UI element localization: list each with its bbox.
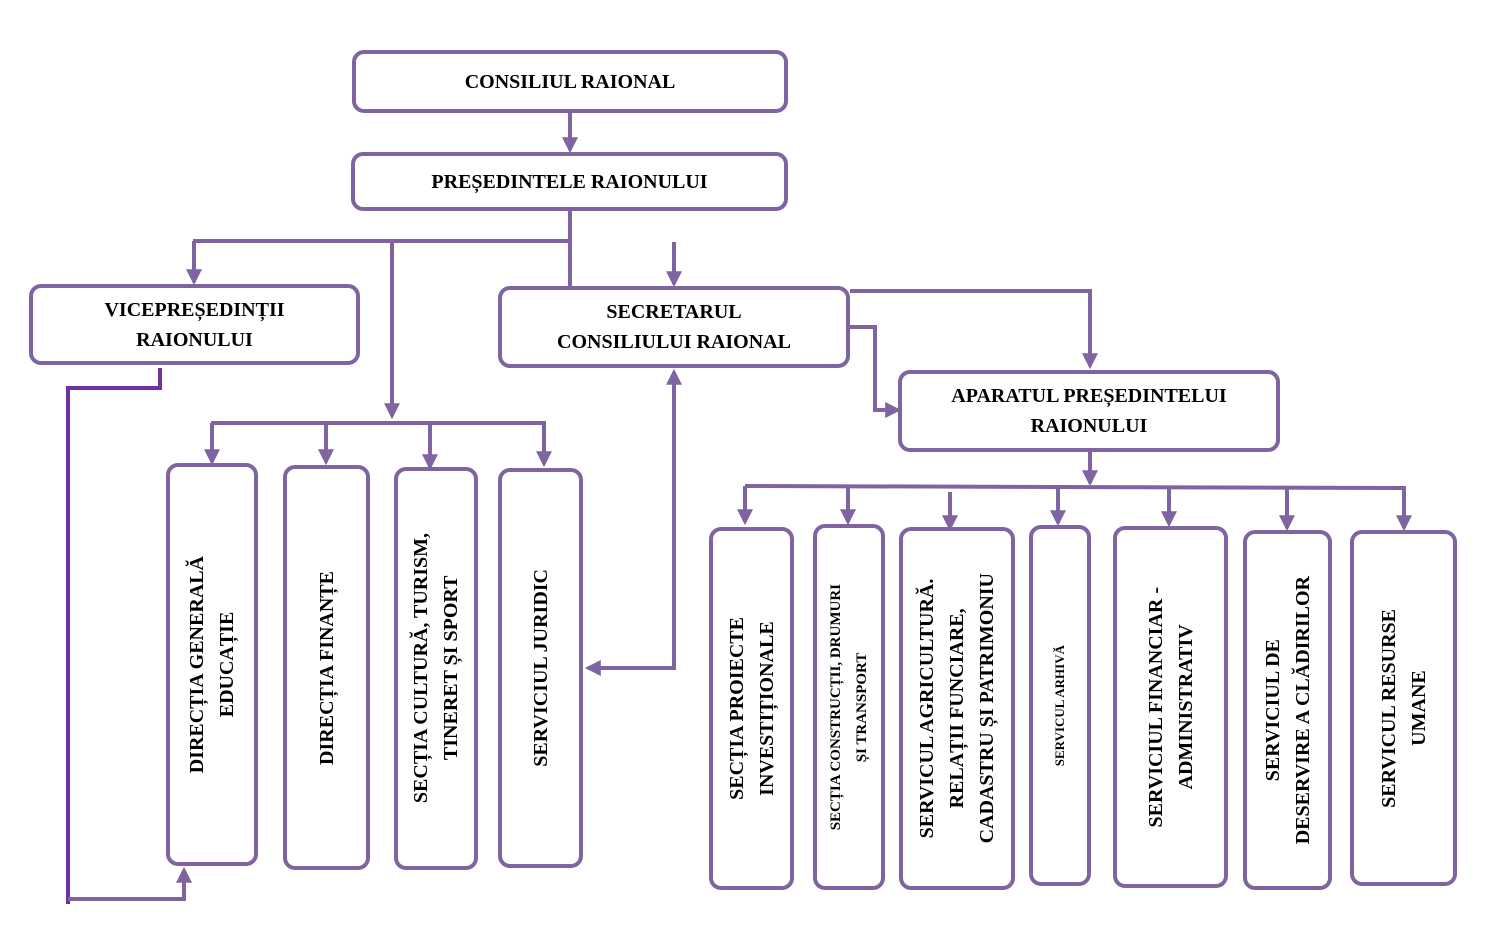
node-label: APARATUL PREȘEDINTELUI RAIONULUI bbox=[951, 385, 1227, 437]
unit-serviciul-resurse-umane: SERVICUL RESURSE UMANE bbox=[1350, 530, 1457, 886]
unit-label: DIRECȚIA FINANȚE bbox=[315, 570, 338, 765]
node-label: SECRETARUL CONSILIULUI RAIONAL bbox=[557, 301, 791, 353]
unit-serviciul-juridic: SERVICIUL JURIDIC bbox=[498, 468, 583, 868]
unit-serviciul-deservire-cladiri: SERVICIUL DE DESERVIRE A CLĂDIRILOR bbox=[1243, 530, 1332, 890]
unit-label: SERVICIUL JURIDIC bbox=[529, 569, 552, 767]
connector-right-bus bbox=[744, 484, 1407, 490]
unit-label: SECȚIA CULTURĂ, TURISM, TINERET ȘI SPORT bbox=[410, 533, 462, 804]
node-label: PREȘEDINTELE RAIONULUI bbox=[431, 170, 708, 193]
unit-sectia-constructii: SECȚIA CONSTRUCȚII, DRUMURI ȘI TRANSPORT bbox=[813, 524, 885, 890]
unit-serviciul-arhiva: SERVICUL ARHIVĂ bbox=[1029, 525, 1091, 886]
unit-label: SERVICUL ARHIVĂ bbox=[1052, 644, 1067, 767]
unit-sectia-cultura: SECȚIA CULTURĂ, TURISM, TINERET ȘI SPORT bbox=[394, 467, 478, 870]
node-aparatul-presedintelui: APARATUL PREȘEDINTELUI RAIONULUI bbox=[898, 370, 1280, 452]
unit-directia-generala-educatie: DIRECȚIA GENERALĂ EDUCAȚIE bbox=[166, 463, 258, 866]
unit-label: SECȚIA CONSTRUCȚII, DRUMURI ȘI TRANSPORT bbox=[828, 583, 870, 831]
unit-label: SERVICUL RESURSE UMANE bbox=[1377, 608, 1430, 808]
node-consiliul-raional: CONSILIUL RAIONAL bbox=[352, 50, 788, 113]
connector-secretarul-aparatul-top bbox=[850, 289, 1098, 370]
unit-directia-finante: DIRECȚIA FINANȚE bbox=[283, 465, 370, 870]
connector-vicepresedintii-loop bbox=[66, 368, 162, 904]
unit-label: SECȚIA PROIECTE INVESTIȚIONALE bbox=[725, 617, 778, 800]
unit-label: SERVICUL AGRICULTURĂ. RELAȚII FUNCIARE, … bbox=[916, 573, 998, 844]
connector-secretarul-juridic bbox=[584, 368, 682, 676]
unit-sectia-proiecte-investitionale: SECȚIA PROIECTE INVESTIȚIONALE bbox=[709, 527, 794, 890]
unit-label: DIRECȚIA GENERALĂ EDUCAȚIE bbox=[186, 555, 238, 774]
unit-label: SERVICIUL FINANCIAR - ADMINISTRATIV bbox=[1144, 586, 1197, 828]
connector-secretarul-aparatul-side bbox=[850, 325, 902, 418]
unit-label: SERVICIUL DE DESERVIRE A CLĂDIRILOR bbox=[1261, 575, 1314, 845]
node-secretarul-consiliului: SECRETARUL CONSILIULUI RAIONAL bbox=[498, 286, 850, 368]
unit-serviciul-financiar-administrativ: SERVICIUL FINANCIAR - ADMINISTRATIV bbox=[1113, 526, 1228, 888]
node-label: CONSILIUL RAIONAL bbox=[464, 70, 676, 93]
unit-serviciul-agricultura: SERVICUL AGRICULTURĂ. RELAȚII FUNCIARE, … bbox=[899, 527, 1015, 890]
node-presedintele-raionului: PREȘEDINTELE RAIONULUI bbox=[351, 152, 788, 211]
connector-loop-to-educatie bbox=[68, 866, 192, 901]
node-vicepresedintii-raionului: VICEPREȘEDINȚII RAIONULUI bbox=[29, 284, 360, 365]
node-label: VICEPREȘEDINȚII RAIONULUI bbox=[104, 298, 285, 351]
